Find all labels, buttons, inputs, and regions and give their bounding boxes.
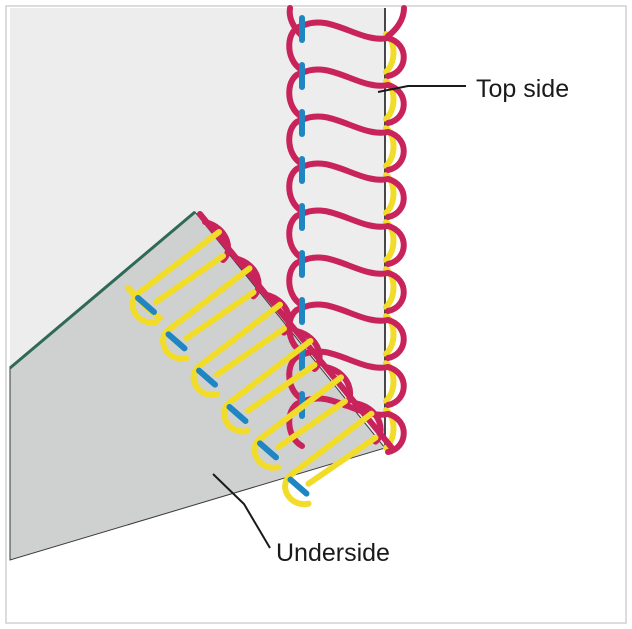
needle-thread-loop-outer [385, 176, 407, 220]
needle-stitch [196, 367, 218, 388]
needle-thread-loop-outer [385, 129, 407, 173]
needle-thread-end [385, 5, 407, 39]
needle-thread-diagonal [299, 113, 391, 136]
looper-diagonal [214, 325, 287, 378]
underside-needle-stitches [135, 295, 310, 497]
needle-stitch [287, 476, 310, 497]
needle-stitch [257, 440, 279, 461]
looper-diagonal [289, 410, 375, 477]
needle-thread-diagonal [299, 66, 391, 89]
looper-diagonal [275, 398, 348, 451]
looper-diagonal [137, 229, 222, 295]
needle-thread-diagonal [299, 301, 391, 324]
looper-loop [282, 470, 312, 508]
needle-stitch [226, 404, 249, 424]
looper-diagonal [305, 434, 379, 487]
needle-thread-loop-outer [385, 364, 407, 408]
looper-diagonal [244, 362, 318, 414]
looper-diagonal [167, 265, 253, 332]
needle-thread-loop-outer [385, 82, 407, 126]
needle-thread-diagonal [299, 207, 391, 230]
needle-thread-loop-outer [385, 35, 407, 79]
needle-stitch [165, 331, 188, 352]
needle-stitch [135, 295, 157, 315]
looper-diagonal [153, 253, 226, 305]
needle-thread-loop-outer [385, 317, 407, 361]
underside-looper-thread [125, 229, 379, 508]
needle-thread-loop-inner [286, 117, 305, 167]
underside-leader [212, 473, 271, 549]
needle-thread-diagonal [299, 19, 391, 42]
top-needle-thread [286, 5, 407, 455]
needle-thread-loop-inner [286, 164, 305, 214]
needle-thread-loop-inner [286, 70, 305, 120]
looper-loop [190, 361, 220, 399]
looper-loop [160, 325, 190, 362]
looper-diagonal [259, 374, 344, 441]
needle-thread-diagonal [299, 254, 391, 277]
looper-loop [251, 434, 281, 471]
looper-diagonal [228, 338, 314, 404]
needle-thread-loop-outer [385, 223, 407, 267]
top-side-leader [377, 85, 466, 93]
looper-loop [221, 398, 251, 435]
needle-thread-diagonal [299, 160, 391, 183]
looper-diagonal [198, 301, 283, 368]
looper-diagonal [183, 289, 257, 342]
top-side-label: Top side [476, 75, 569, 103]
underside-label: Underside [276, 539, 390, 567]
needle-thread-loop-inner [286, 258, 305, 308]
needle-thread-loop-inner [286, 399, 305, 449]
underside-edge [9, 210, 196, 370]
fold-edge-thread [197, 211, 395, 451]
needle-thread-loop-inner [286, 352, 305, 402]
needle-thread-loop-outer [385, 270, 407, 314]
needle-thread-loop-inner [286, 211, 305, 261]
